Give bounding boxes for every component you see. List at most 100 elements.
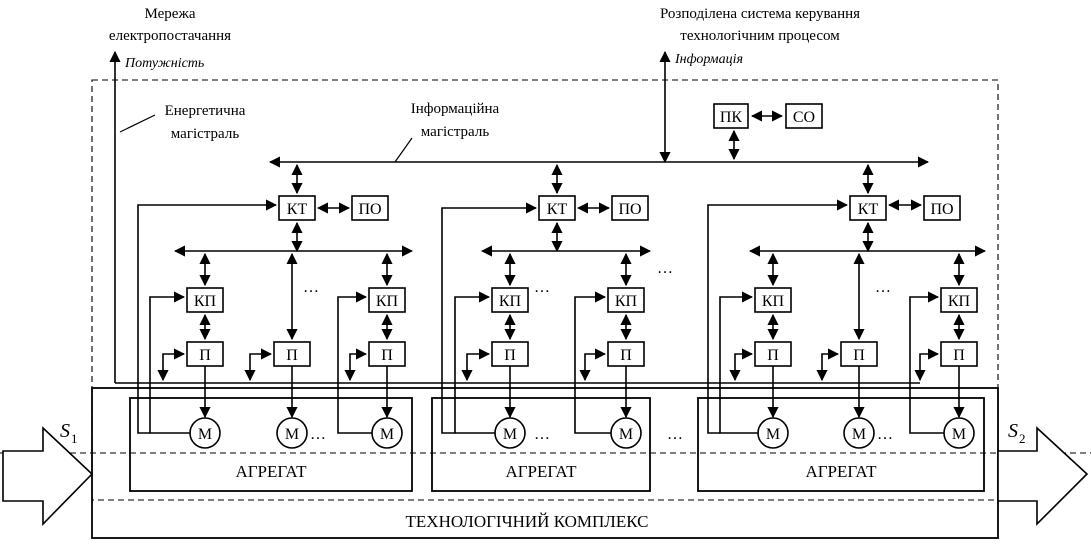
p-label: П [620, 347, 632, 364]
kp-label: КП [194, 293, 217, 310]
group-3: КТ ПО КП П М П М КП П М … [697, 163, 987, 492]
aggregate-label: АГРЕГАТ [235, 462, 307, 481]
m-label: М [852, 426, 866, 443]
po-block [611, 195, 649, 221]
energy-bus-label-1: Енергетична [165, 103, 246, 119]
s1-input-arrow [2, 426, 94, 526]
kt-block [849, 195, 887, 221]
aggregate-2 [431, 397, 651, 492]
aggregate-3 [697, 397, 985, 492]
p-block-2 [840, 341, 878, 367]
ellipsis: … [667, 426, 683, 443]
kt-block [278, 195, 316, 221]
pc-block [713, 103, 749, 129]
aggregate-label: АГРЕГАТ [505, 462, 577, 481]
po-label: ПО [618, 201, 641, 218]
power-grid-label-1: Мережа [145, 6, 196, 22]
info-bus-label-2: магістраль [421, 124, 490, 140]
dcs-label-2: технологічним процесом [680, 28, 840, 44]
p-block-2 [607, 341, 645, 367]
kp-block-3 [940, 287, 978, 313]
p-label: П [504, 347, 516, 364]
p2-energy-link [244, 348, 273, 382]
control-system-boundary [91, 79, 999, 501]
kt-block [538, 195, 576, 221]
kt-label: КТ [287, 201, 308, 218]
ellipsis: … [875, 279, 891, 296]
s1-label: S [60, 420, 70, 442]
co-block [785, 103, 823, 129]
motor-2 [843, 417, 875, 449]
energy-bus-label-2: магістраль [171, 126, 240, 142]
feedback-to-kt [441, 202, 538, 434]
p-label: П [767, 347, 779, 364]
group-1: КТ ПО КП П М П М КП П М … [129, 163, 414, 492]
po-block [923, 195, 961, 221]
p3-energy-link [914, 348, 940, 382]
motor-2 [276, 417, 308, 449]
power-flow-label: Потужність [124, 56, 204, 71]
p-block-1 [491, 341, 529, 367]
kp-label: КП [948, 293, 971, 310]
p3-energy-link [344, 348, 368, 382]
m2-kp2-feedback [574, 291, 611, 434]
aggregate-label: АГРЕГАТ [805, 462, 877, 481]
m3-kp3-feedback [909, 291, 944, 434]
s2-output-arrow [997, 426, 1089, 526]
s2-label: S [1008, 420, 1018, 442]
ellipsis: … [310, 426, 326, 443]
info-flow-label: Інформація [674, 52, 743, 67]
po-block [351, 195, 389, 221]
kp-label: КП [376, 293, 399, 310]
po-label: ПО [930, 201, 953, 218]
info-bus-label-1: Інформаційна [411, 101, 500, 117]
kt-label: КТ [858, 201, 879, 218]
ellipsis: … [534, 279, 550, 296]
p-label: П [853, 347, 865, 364]
kp-block-2 [607, 287, 645, 313]
p-label: П [953, 347, 965, 364]
kp-label: КП [762, 293, 785, 310]
p-block-2 [273, 341, 311, 367]
kp-label: КП [499, 293, 522, 310]
ellipsis: … [534, 426, 550, 443]
p-block-3 [368, 341, 406, 367]
group-2: КТ ПО КП П М КП П М … … … АГРЕГАТ [431, 163, 673, 492]
p1-energy-link [157, 348, 186, 382]
kt-label: КТ [547, 201, 568, 218]
ellipsis: … [877, 426, 893, 443]
kp-block-1 [491, 287, 529, 313]
energy-bus-leader [119, 114, 156, 133]
feedback-to-kt [707, 199, 849, 434]
kp-block-1 [186, 287, 224, 313]
feedback-to-kt [137, 199, 278, 434]
p-label: П [286, 347, 298, 364]
p-label: П [381, 347, 393, 364]
m1-kp1-feedback [149, 291, 190, 434]
s1-subscript: 1 [71, 431, 78, 446]
m-label: М [198, 426, 212, 443]
m-label: М [503, 426, 517, 443]
co-label: СО [793, 109, 815, 126]
m3-kp3-feedback [337, 291, 372, 434]
p1-energy-link [729, 348, 754, 382]
m1-kp1-feedback [454, 291, 495, 434]
p-block-1 [186, 341, 224, 367]
kp-block-3 [368, 287, 406, 313]
aggregate-1 [129, 397, 413, 492]
kp-label: КП [615, 293, 638, 310]
p2-energy-link [816, 348, 840, 382]
p2-energy-link [579, 348, 607, 382]
m-label: М [285, 426, 299, 443]
m-label: М [766, 426, 780, 443]
ellipsis: … [657, 260, 673, 277]
dcs-label-1: Розподілена система керування [660, 6, 860, 22]
info-bus-leader [394, 137, 413, 163]
technological-complex-label: ТЕХНОЛОГІЧНИЙ КОМПЛЕКС [406, 512, 649, 531]
m-label: М [380, 426, 394, 443]
kp-block-1 [754, 287, 792, 313]
m1-kp1-feedback [719, 291, 758, 434]
ellipsis: … [303, 279, 319, 296]
p-label: П [199, 347, 211, 364]
